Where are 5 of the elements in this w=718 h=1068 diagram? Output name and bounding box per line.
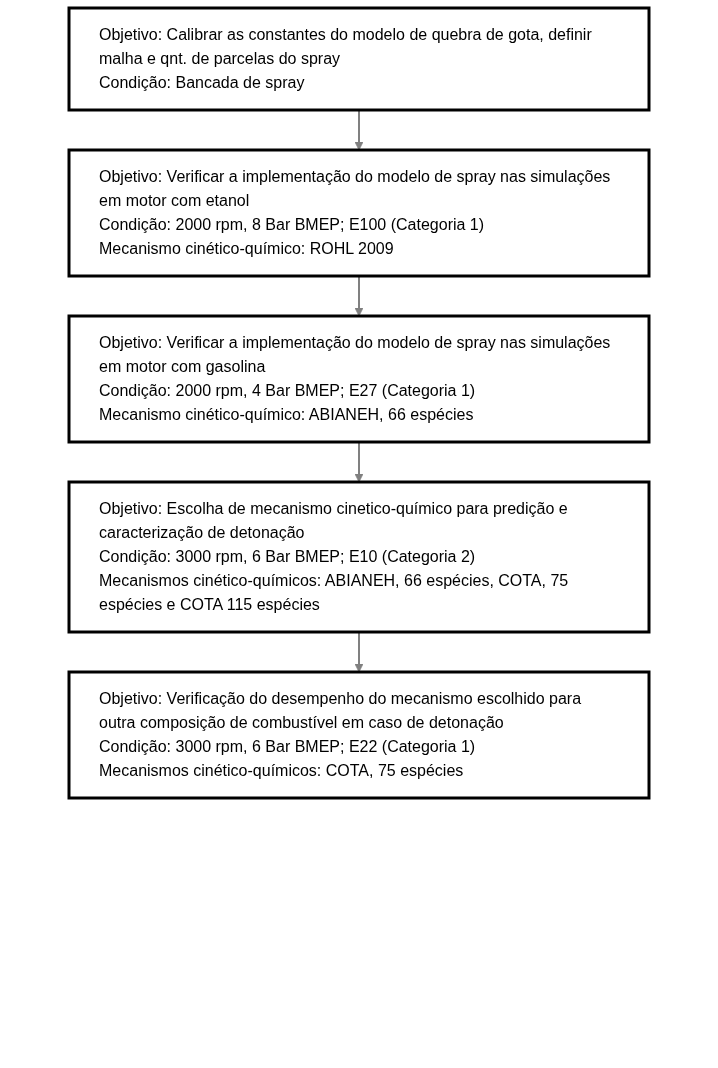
node-box: Objetivo: Verificar a implementação do modelo de spray nas simulações em motor com etanol Condição: 2000 rpm, 8 Bar BMEP; E100 (Categoria 1) Mecanismo cinético-químico: ROHL 2009 <box>67 148 651 278</box>
node-box: Objetivo: Verificar a implementação do modelo de spray nas simulações em motor com gasolina Condição: 2000 rpm, 4 Bar BMEP; E27 (Categoria 1) Mecanismo cinético-químico: ABIANEH, 66 espécies <box>67 314 651 444</box>
node-box: Objetivo: Escolha de mecanismo cinetico-químico para predição e caracterização de detonação Condição: 3000 rpm, 6 Bar BMEP; E10 (Categoria 2) Mecanismos cinético-químicos: ABIANEH, 66 espécies, COTA, 75 espécies e COTA 115 espécies <box>67 480 651 634</box>
node-box: Objetivo: Verificação do desempenho do mecanismo escolhido para outra composição de combustível em caso de detonação Condição: 3000 rpm, 6 Bar BMEP; E22 (Categoria 1) Mecanismos cinético-químicos: COTA, 75 espécies <box>67 670 651 800</box>
node-box: Objetivo: Calibrar as constantes do modelo de quebra de gota, definir malha e qnt. de parcelas do spray Condição: Bancada de spray <box>67 6 651 112</box>
